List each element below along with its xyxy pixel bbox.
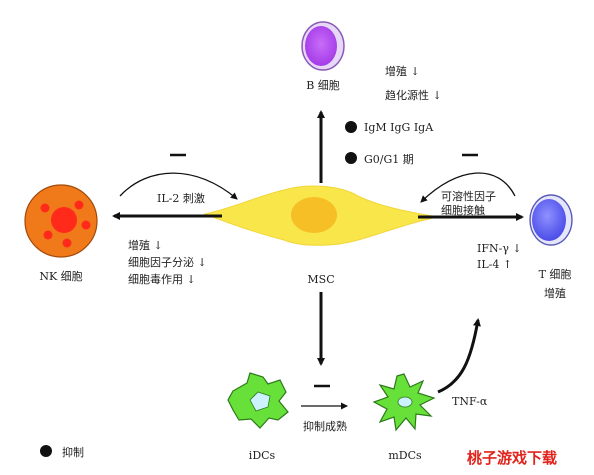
- t-cell-body: [532, 199, 566, 241]
- bullet-ig: [345, 121, 357, 133]
- nk-effect-proliferation: 增殖 ↓: [128, 238, 163, 252]
- cell-contact-label: 细胞接触: [441, 203, 485, 217]
- t-effect-il4: IL-4 ↑: [477, 258, 512, 271]
- nk-cell-nucleus: [51, 207, 77, 233]
- nk-granule: [40, 203, 50, 213]
- immunoglobulin-label: IgM IgG IgA: [364, 121, 434, 134]
- idc-label: iDCs: [249, 449, 276, 462]
- msc-label: MSC: [307, 273, 334, 286]
- nk-cell-label: NK 细胞: [39, 270, 82, 283]
- nk-granule: [81, 220, 91, 230]
- mdc-label: mDCs: [388, 449, 422, 462]
- b-effect-chemotaxis: 趋化源性 ↓: [385, 88, 442, 102]
- nk-granule: [43, 230, 53, 240]
- idc-cell: iDCs: [227, 372, 289, 462]
- nk-effect-cytotoxic: 细胞毒作用 ↓: [128, 273, 196, 286]
- t-cell: T 细胞 增殖: [529, 194, 573, 300]
- il2-curve-arrow: [119, 172, 238, 200]
- t-cell-sublabel: 增殖: [544, 286, 566, 300]
- soluble-factor-label: 可溶性因子: [441, 189, 496, 203]
- mdc-cell: mDCs: [372, 373, 436, 462]
- legend-label: 抑制: [62, 445, 84, 459]
- nk-granule: [74, 200, 84, 210]
- tnf-label: TNF-α: [452, 395, 488, 408]
- nk-granule: [62, 238, 72, 248]
- cell-cycle-label: G0/G1 期: [364, 153, 414, 166]
- idc-nucleus: [249, 391, 271, 412]
- t-feedback-curve-arrow: [420, 172, 516, 203]
- inhibit-maturation-label: 抑制成熟: [303, 419, 347, 433]
- msc-nucleus: [291, 197, 337, 233]
- nk-cell: NK 细胞: [24, 184, 98, 283]
- b-effect-proliferation: 增殖 ↓: [385, 64, 420, 78]
- b-cell-body: [305, 26, 337, 66]
- legend-bullet: [40, 445, 52, 457]
- mdc-nucleus: [397, 396, 413, 408]
- t-cell-label: T 细胞: [539, 268, 572, 281]
- b-cell-label: B 细胞: [306, 79, 340, 92]
- arrow-mdc-to-t: [437, 318, 481, 394]
- il2-label: IL-2 刺激: [157, 191, 205, 205]
- watermark-text: 桃子游戏下载: [467, 449, 557, 467]
- nk-effect-cytokine: 细胞因子分泌 ↓: [128, 256, 207, 269]
- b-cell: B 细胞: [301, 21, 345, 92]
- t-effect-ifn: IFN-γ ↓: [477, 242, 522, 255]
- msc-cell: MSC: [203, 185, 439, 286]
- bullet-g0g1: [345, 152, 357, 164]
